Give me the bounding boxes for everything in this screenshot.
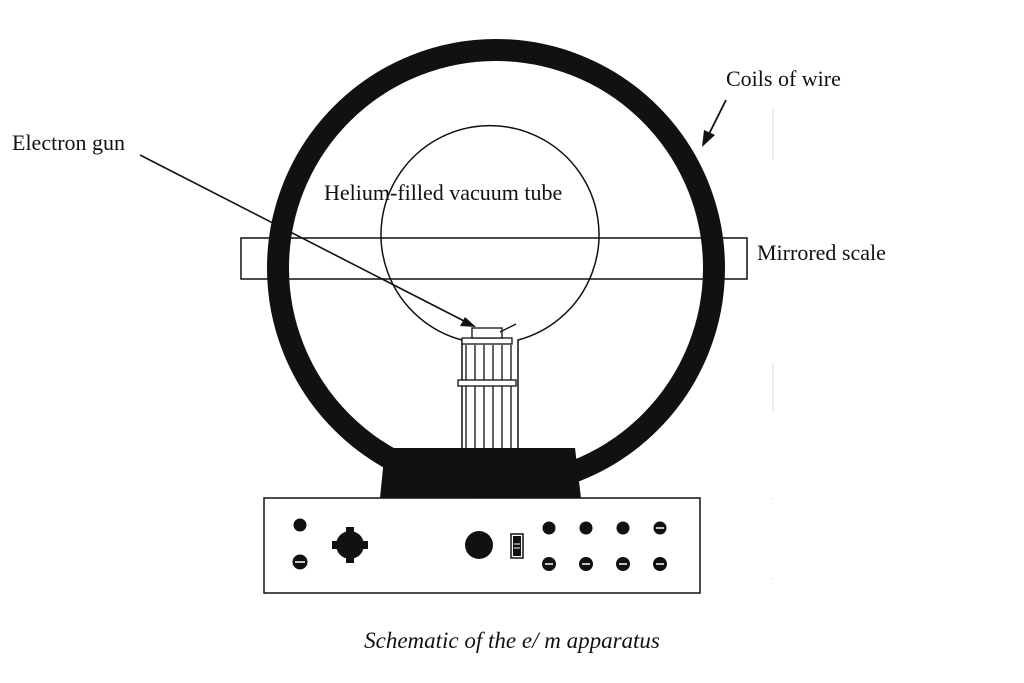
terminal-post	[616, 521, 630, 535]
coils-arrowhead	[702, 130, 715, 147]
vacuum-tube-label: Helium-filled vacuum tube	[324, 180, 563, 205]
tube-base	[452, 448, 520, 454]
mirrored-scale-label: Mirrored scale	[757, 240, 886, 265]
coils-of-wire-label: Coils of wire	[726, 66, 841, 91]
terminal-knob	[293, 518, 307, 532]
terminal-post	[542, 521, 556, 535]
electron-gun-pointer	[139, 154, 467, 323]
electron-gun-label: Electron gun	[12, 130, 126, 155]
electron-gun-assembly	[457, 323, 517, 450]
terminal-post	[579, 521, 593, 535]
coils-pointer	[707, 99, 727, 137]
coil-ring	[267, 39, 725, 497]
electron-gun-arrowhead	[460, 317, 476, 327]
toggle-switch	[510, 533, 524, 559]
mirrored-scale	[240, 237, 748, 280]
vacuum-tube	[380, 124, 600, 451]
dial-knob	[332, 527, 368, 563]
large-knob	[465, 531, 493, 559]
figure-caption: Schematic of the e/ m apparatus	[364, 628, 660, 653]
